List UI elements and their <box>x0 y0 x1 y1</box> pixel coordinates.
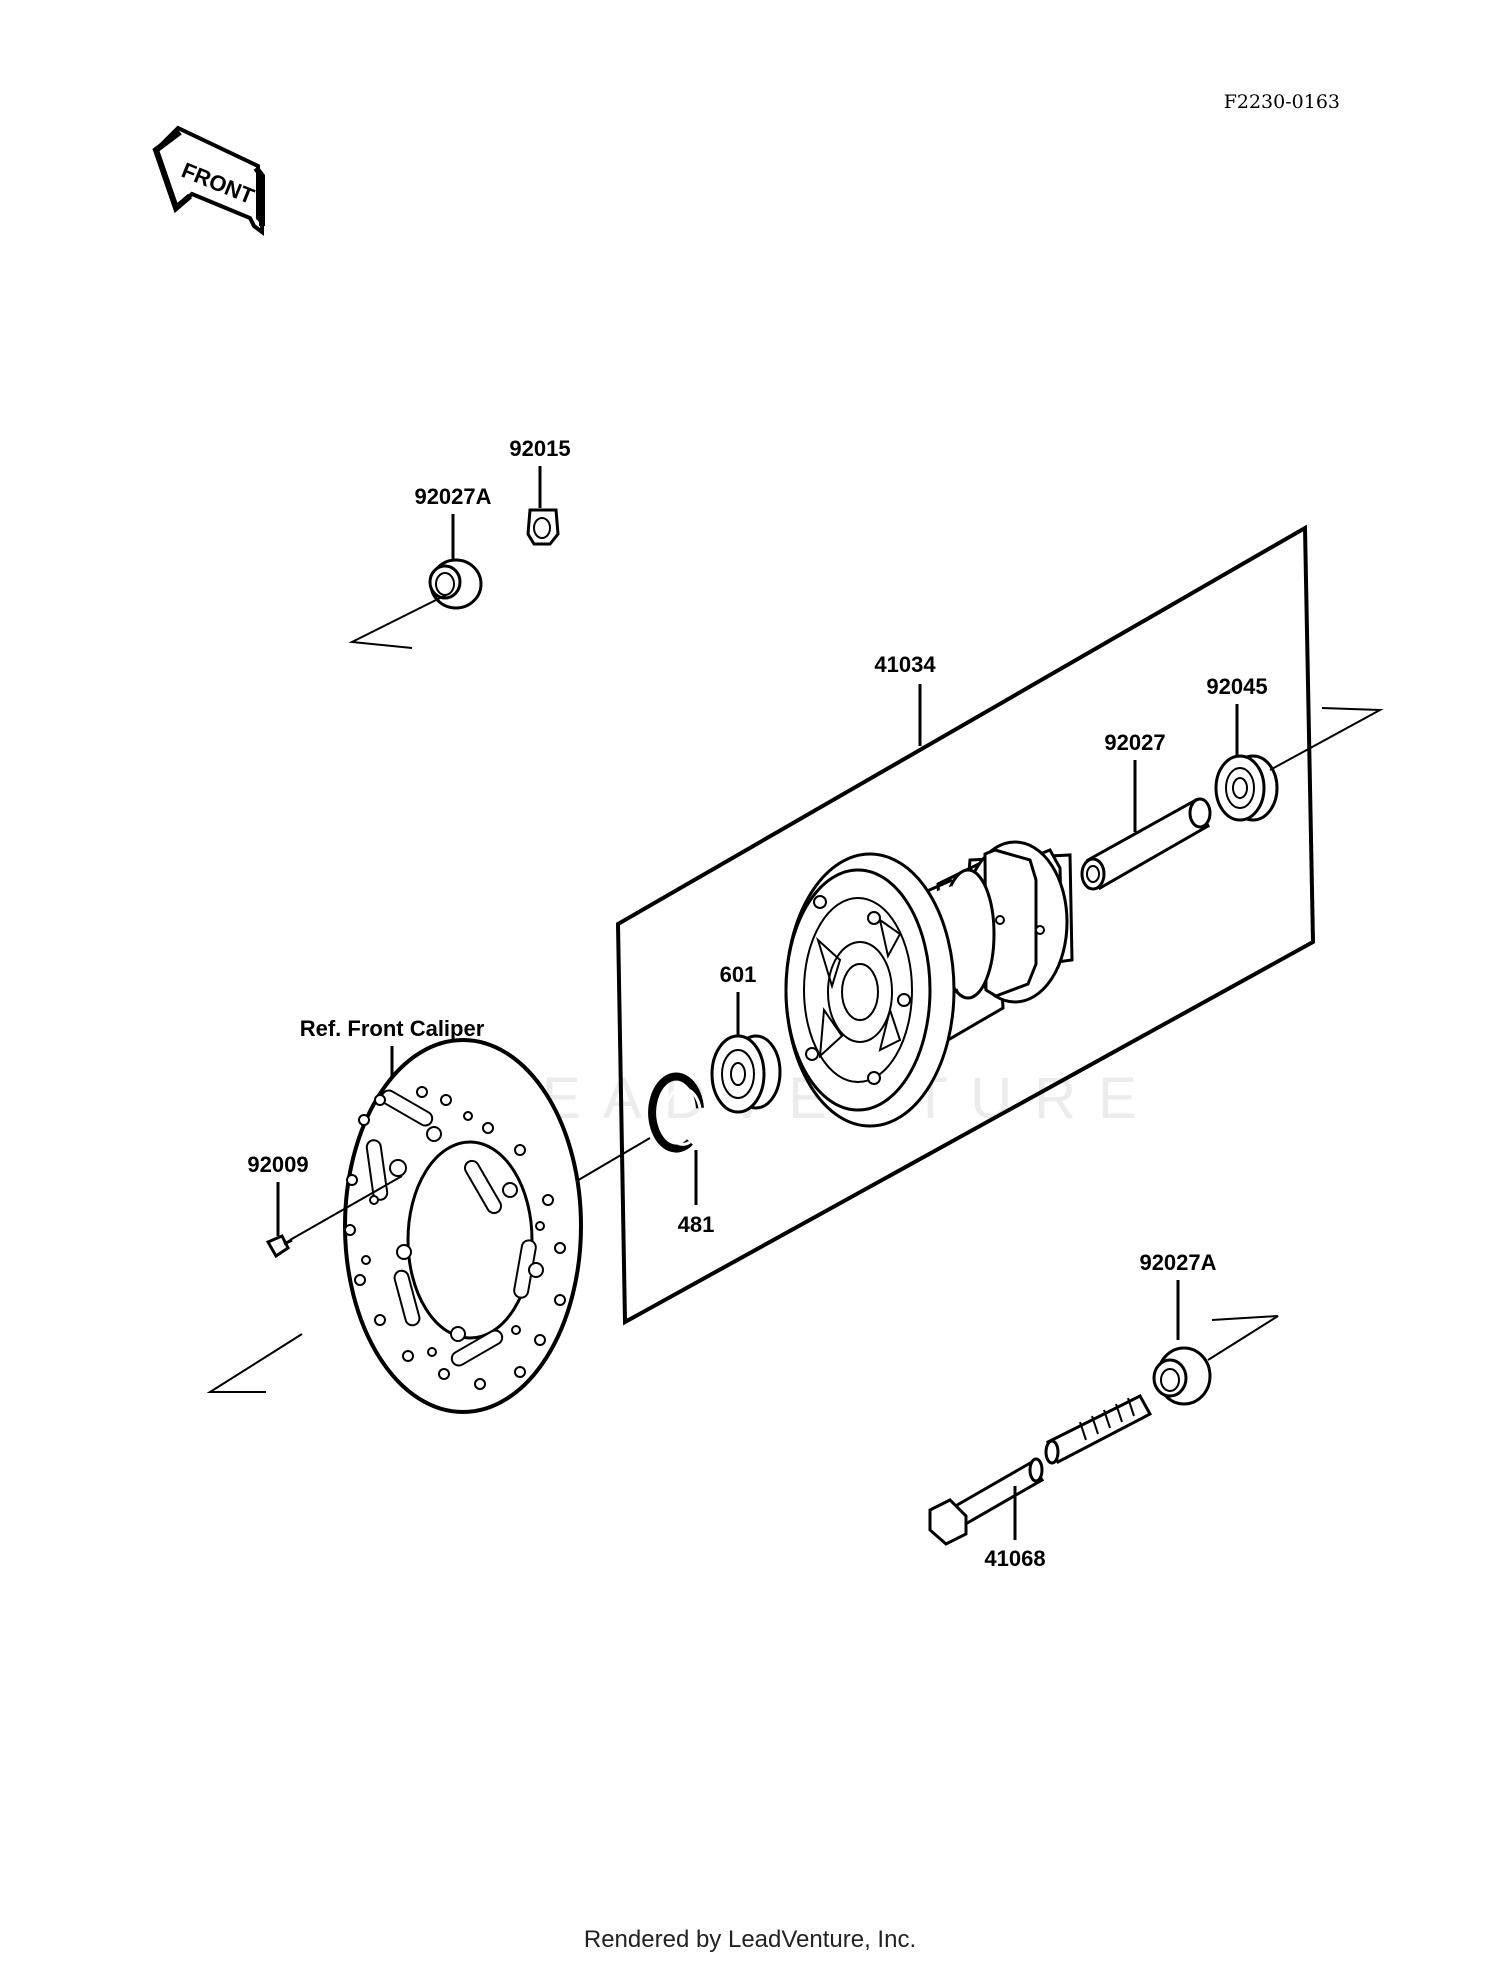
brake-disc-part <box>343 1038 583 1414</box>
callout-92045: 92045 <box>1206 674 1267 699</box>
axle-centerline-upper <box>348 594 447 649</box>
callout-601: 601 <box>720 962 757 987</box>
disc-bolt-part <box>265 1234 293 1259</box>
callout-92015: 92015 <box>509 436 570 461</box>
callout-92027a-lower: 92027A <box>1139 1250 1216 1275</box>
hub-assembly-panel <box>615 524 1316 1326</box>
wheel-hub-part <box>784 840 1074 1128</box>
callout-41068: 41068 <box>984 1546 1045 1571</box>
upper-collar-part <box>428 558 483 610</box>
footer-credit: Rendered by LeadVenture, Inc. <box>584 1926 916 1953</box>
axle-centerline-left <box>206 1333 303 1393</box>
bolt-centerline <box>289 1175 403 1241</box>
axle-part <box>928 1394 1153 1546</box>
right-bearing-part <box>1214 754 1279 822</box>
callout-92009: 92009 <box>247 1152 308 1177</box>
callout-41034: 41034 <box>874 652 936 677</box>
callout-481: 481 <box>678 1212 715 1237</box>
spacer-part <box>1080 797 1212 891</box>
lower-collar-part <box>1152 1346 1212 1406</box>
axle-centerline-lower <box>1207 1315 1279 1361</box>
left-bearing-part <box>710 1034 782 1114</box>
callout-92027a-upper: 92027A <box>414 484 491 509</box>
callout-ref-front-caliper: Ref. Front Caliper <box>300 1016 485 1041</box>
circlip-part <box>648 1072 704 1153</box>
figure-code: F2230-0163 <box>1224 91 1340 113</box>
cap-nut-part <box>526 508 560 546</box>
front-direction-icon: FRONT <box>152 125 265 236</box>
axle-centerline-right <box>1269 707 1384 771</box>
callout-92027: 92027 <box>1104 730 1165 755</box>
